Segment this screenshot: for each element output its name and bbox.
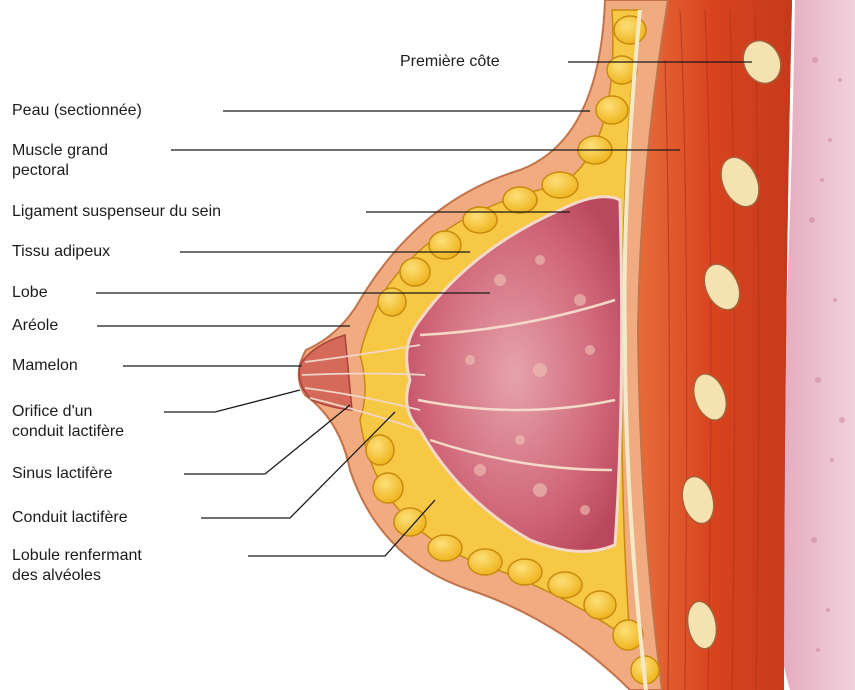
label-ligament: Ligament suspenseur du sein xyxy=(12,202,221,222)
label-premiere-cote: Première côte xyxy=(400,52,500,72)
pectoral-muscle xyxy=(632,0,792,690)
label-areole: Aréole xyxy=(12,316,58,336)
label-mamelon: Mamelon xyxy=(12,356,78,376)
label-lobe: Lobe xyxy=(12,283,48,303)
label-tissu-adipeux: Tissu adipeux xyxy=(12,242,110,262)
label-conduit: Conduit lactifère xyxy=(12,508,128,528)
label-peau: Peau (sectionnée) xyxy=(12,101,142,121)
label-sinus: Sinus lactifère xyxy=(12,464,113,484)
